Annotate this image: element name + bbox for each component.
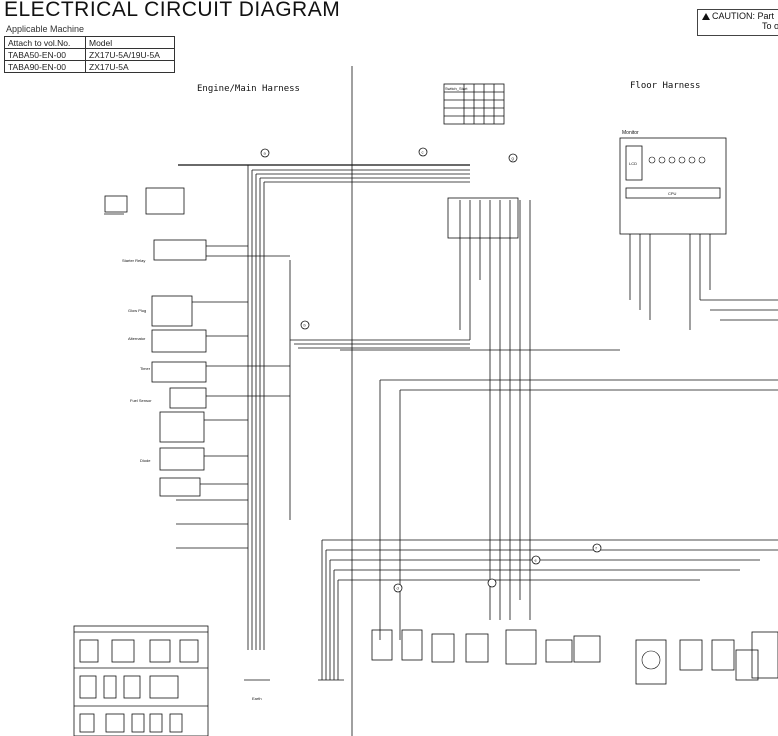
caution-text: CAUTION: Part bbox=[712, 11, 775, 21]
marker-letter: b bbox=[304, 323, 307, 328]
table-row: TABA90-EN-00 ZX17U-5A bbox=[4, 60, 175, 73]
lcd-label: LCD bbox=[629, 161, 637, 166]
connector-marker-g bbox=[508, 153, 518, 163]
connector-marker-f bbox=[592, 543, 602, 553]
cpu-label: CPU bbox=[668, 191, 677, 196]
connector-marker-c bbox=[418, 147, 428, 157]
glow-plug-label: Glow Plug bbox=[128, 308, 146, 313]
floor-harness-label: Floor Harness bbox=[630, 81, 701, 91]
caution-box: CAUTION: Part To o bbox=[697, 9, 778, 36]
page-title: ELECTRICAL CIRCUIT DIAGRAM bbox=[4, 0, 341, 21]
marker-letter: a bbox=[264, 151, 267, 156]
marker-letter: e bbox=[535, 558, 538, 563]
connector-marker-a bbox=[260, 148, 270, 158]
timer-label: Timer bbox=[140, 366, 151, 371]
applicable-machine-label: Applicable Machine bbox=[6, 24, 85, 34]
marker-letter: g bbox=[512, 156, 514, 161]
warning-icon bbox=[702, 13, 710, 20]
marker-letter: c bbox=[422, 150, 424, 155]
marker-letter: d bbox=[397, 586, 399, 591]
table-cell: TABA90-EN-00 bbox=[4, 60, 86, 73]
earth-label: Earth bbox=[252, 696, 262, 701]
marker-letter: f bbox=[596, 546, 598, 551]
connector-marker-d bbox=[393, 583, 403, 593]
caution-text-line2: To o bbox=[762, 21, 778, 31]
connector-marker-e bbox=[531, 555, 541, 565]
monitor-label: Monitor bbox=[622, 130, 639, 136]
fuel-sensor-label: Fuel Sensor bbox=[130, 398, 152, 403]
key-switch-label: Switch_Start bbox=[445, 86, 468, 91]
connector-marker-b bbox=[300, 320, 310, 330]
alternator-label: Alternator bbox=[128, 336, 146, 341]
applicability-table: Attach to vol.No. Model TABA50-EN-00 ZX1… bbox=[4, 36, 175, 73]
diode-label: Diode bbox=[140, 458, 151, 463]
starter-relay-label: Starter Relay bbox=[122, 258, 145, 263]
engine-harness-label: Engine/Main Harness bbox=[197, 84, 300, 94]
table-cell: ZX17U-5A bbox=[85, 60, 175, 73]
